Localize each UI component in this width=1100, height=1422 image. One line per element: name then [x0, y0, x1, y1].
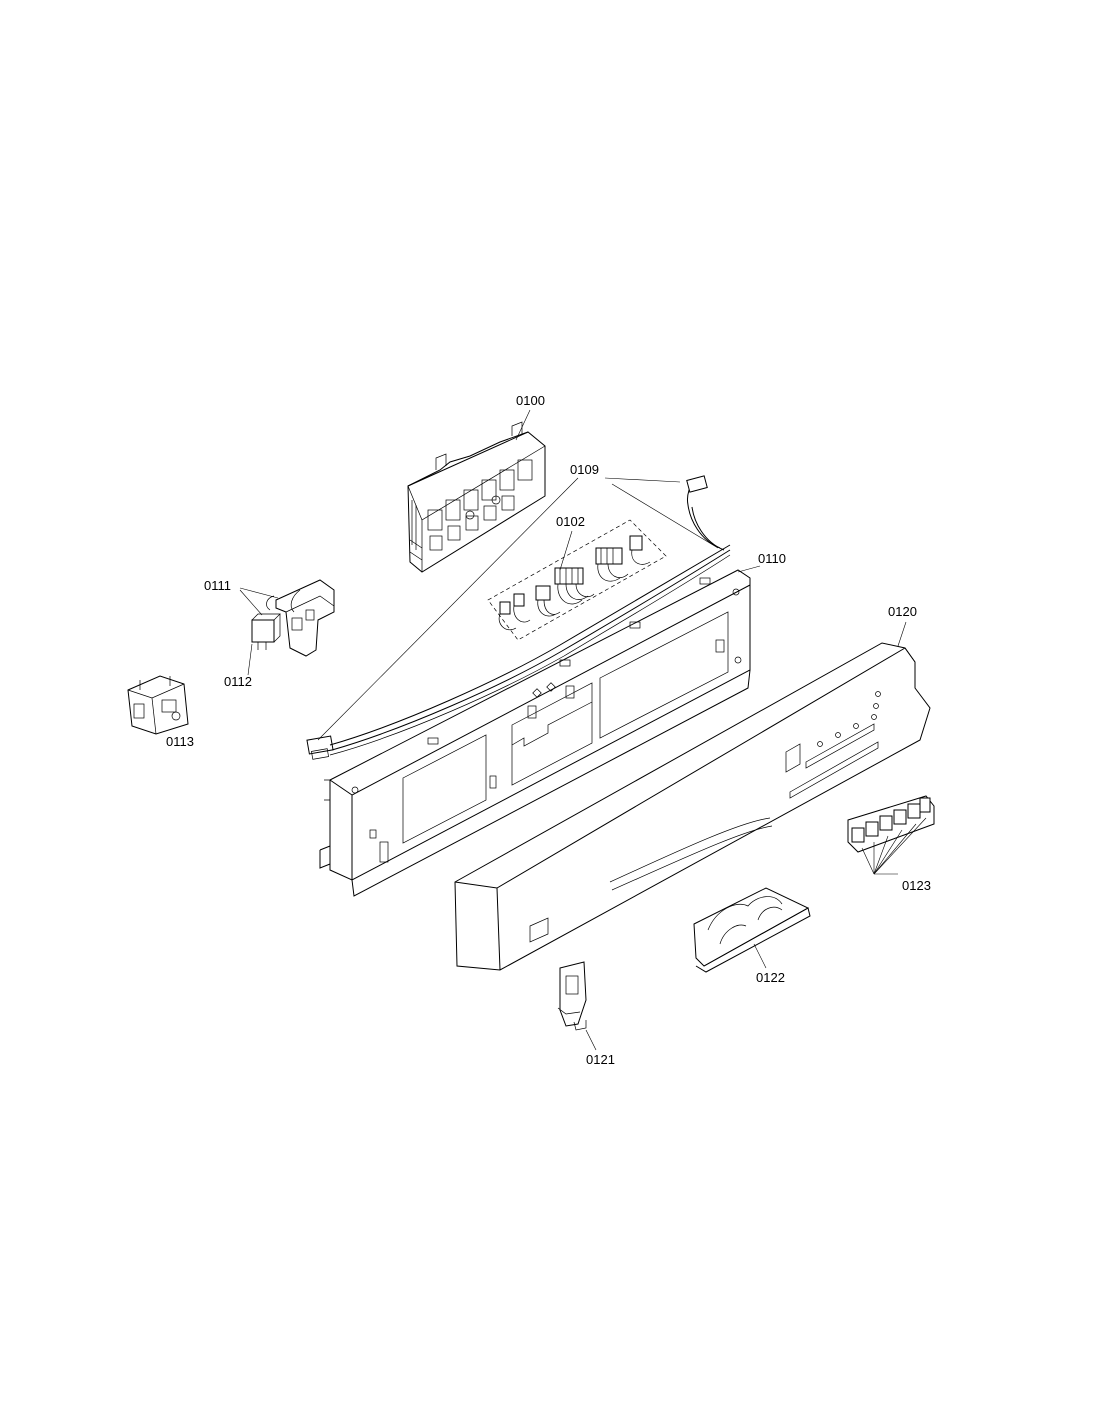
part-number-0111: 0111	[204, 578, 231, 593]
part-0100-control-module	[407, 421, 546, 573]
part-0111-door-switch	[266, 579, 335, 657]
part-0102-connector-set	[487, 519, 667, 641]
part-number-0122: 0122	[756, 970, 785, 985]
part-number-0109: 0109	[570, 462, 599, 477]
part-0123-button-set	[847, 795, 935, 853]
part-0112-relay	[251, 613, 281, 650]
part-number-0120: 0120	[888, 604, 917, 619]
part-number-0121: 0121	[586, 1052, 615, 1067]
part-0113-selector-switch	[127, 675, 189, 735]
part-number-0112: 0112	[224, 674, 252, 689]
part-0120-front-fascia	[454, 642, 931, 971]
part-number-0123: 0123	[902, 878, 931, 893]
part-0109-wire-harness	[306, 475, 731, 760]
part-0110-inner-panel-frame	[319, 569, 751, 897]
part-number-0110: 0110	[758, 551, 786, 566]
part-number-0102: 0102	[556, 514, 585, 529]
part-0122-door-handle	[693, 887, 811, 973]
part-number-0100: 0100	[516, 393, 545, 408]
part-0121-clip	[557, 961, 587, 1031]
part-number-0113: 0113	[166, 734, 194, 749]
